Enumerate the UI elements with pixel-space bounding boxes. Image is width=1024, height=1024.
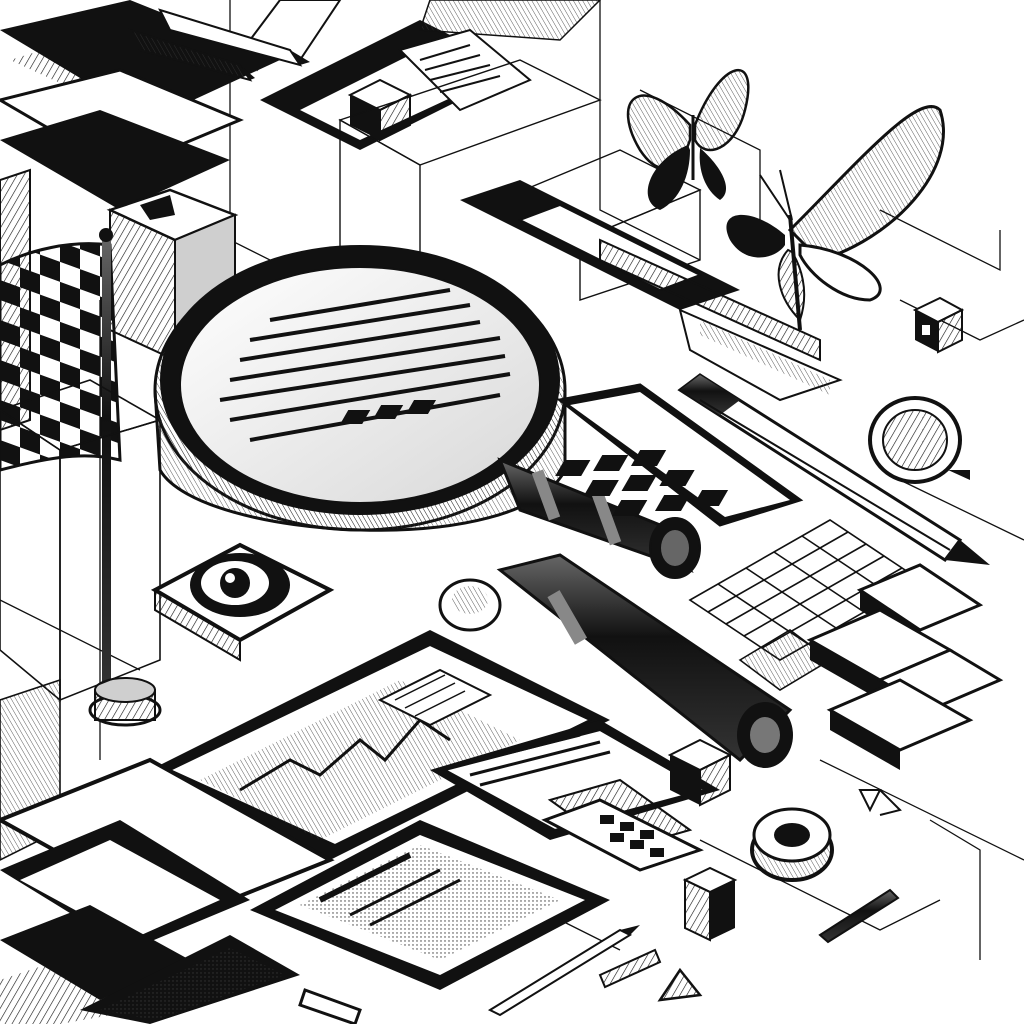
tablet-icon	[250, 820, 610, 990]
magnifying-glass-icon	[153, 245, 701, 579]
phone-icon	[80, 935, 300, 1024]
checkered-flag-icon	[0, 228, 162, 727]
bar-stack	[460, 180, 843, 402]
bottom-left-panels	[0, 757, 335, 1024]
document-icon	[430, 720, 720, 852]
document-icon	[398, 28, 532, 112]
cube-icon	[347, 78, 413, 142]
bar-icon	[298, 988, 362, 1024]
dial-knob	[868, 396, 970, 484]
symbol-icon	[858, 789, 902, 816]
butterfly-icon	[726, 105, 945, 331]
ring-icon	[750, 807, 834, 882]
cube-icon	[667, 738, 733, 807]
pencil-icon	[128, 8, 310, 82]
calculator-icon	[340, 383, 804, 527]
bar-blocks	[806, 563, 1004, 770]
cube-icon	[912, 296, 965, 354]
pencil-icon	[677, 373, 990, 565]
telescope-icon	[438, 553, 793, 768]
cube-icon	[682, 866, 738, 942]
eye-badge	[150, 542, 335, 662]
grid-sheet-icon	[688, 519, 922, 691]
calculator-icon	[541, 798, 704, 872]
butterfly-icon	[626, 69, 750, 210]
top-left-panels	[0, 0, 602, 210]
monitor-icon	[150, 630, 610, 860]
triangle-icon	[657, 967, 703, 1002]
pencil-icon	[487, 888, 900, 1017]
